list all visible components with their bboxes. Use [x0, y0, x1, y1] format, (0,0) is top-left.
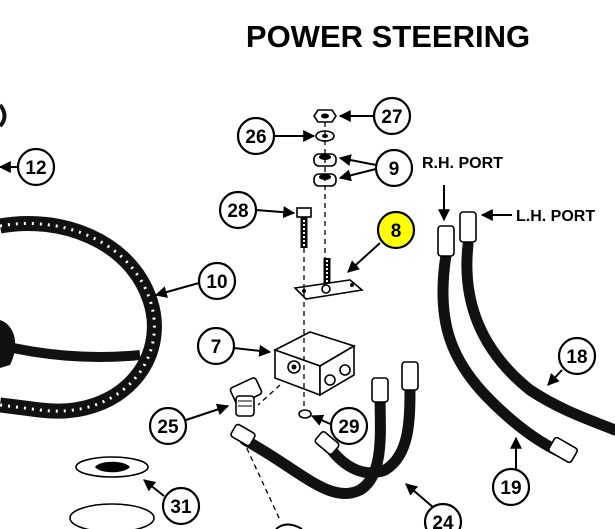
callout-9-label: 9	[389, 159, 400, 180]
callout-31-label: 31	[170, 497, 192, 518]
callout-10-label: 10	[206, 272, 227, 293]
rh-port-label: R.H. PORT	[422, 155, 503, 172]
callout-12: 12	[16, 147, 56, 187]
callout-8-label: 8	[391, 221, 402, 242]
lh-port-label: L.H. PORT	[516, 208, 595, 225]
callout-27: 27	[372, 96, 412, 136]
callout-27-label: 27	[381, 107, 402, 128]
callout-9: 9	[374, 148, 414, 188]
callout-24-label: 24	[432, 513, 454, 529]
callout-12-label: 12	[25, 158, 46, 179]
elbow-fitting	[229, 377, 263, 417]
valve-block	[272, 331, 356, 397]
callout-10: 10	[197, 261, 237, 301]
leader-lines	[0, 110, 563, 529]
callout-19: 19	[491, 467, 531, 507]
callout-18-label: 18	[566, 347, 587, 368]
callout-8: 8	[376, 210, 416, 250]
assembly-lines	[242, 122, 326, 521]
bolt	[296, 207, 312, 248]
fastener-stack	[313, 109, 337, 187]
gauge-cover	[69, 456, 155, 529]
page-title: POWER STEERING	[246, 19, 530, 54]
callout-26-label: 26	[245, 127, 266, 148]
callout-25-label: 25	[157, 417, 179, 438]
callout-31: 31	[161, 486, 201, 526]
callout-28: 28	[218, 190, 258, 230]
hoses	[230, 211, 615, 500]
callout-25: 25	[148, 406, 188, 446]
callout-29: 29	[329, 406, 369, 446]
callout-24: 24	[423, 502, 463, 529]
callout-19-label: 19	[500, 478, 521, 499]
washer	[298, 409, 312, 419]
callout-7: 7	[196, 326, 236, 366]
mounting-plate	[293, 258, 364, 300]
steering-wheel	[0, 103, 162, 419]
callout-28-label: 28	[227, 201, 248, 222]
callout-29-label: 29	[338, 417, 359, 438]
callout-26: 26	[236, 116, 276, 156]
callout-7-label: 7	[211, 337, 222, 358]
callout-18: 18	[557, 336, 597, 376]
